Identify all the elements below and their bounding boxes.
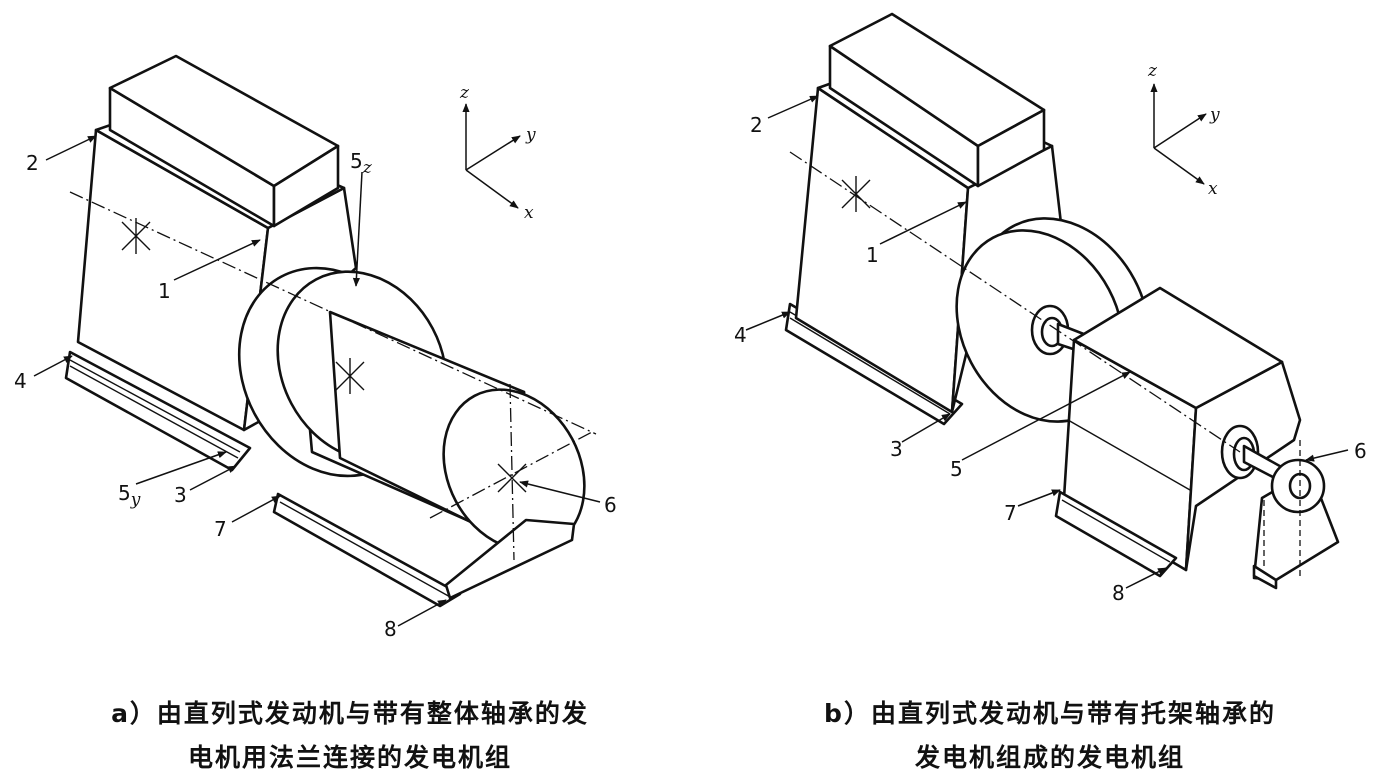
caption-a-line1: a）由直列式发动机与带有整体轴承的发	[111, 699, 589, 728]
label-b-7: 7	[1004, 501, 1017, 525]
bearing-b	[1220, 424, 1340, 590]
generator-base-b	[1054, 490, 1178, 578]
generator-box-b	[1062, 286, 1302, 572]
label-b-5: 5	[950, 457, 963, 481]
label-b-6: 6	[1354, 439, 1367, 463]
label-a-7: 7	[214, 517, 227, 541]
axes-a	[462, 103, 521, 209]
axis-a-x-label: x	[524, 203, 534, 223]
leaders-b	[745, 95, 1349, 589]
figure-a-drawing	[33, 54, 601, 627]
label-a-3: 3	[174, 483, 187, 507]
centerlines-b	[789, 151, 1241, 453]
engine-base-a	[64, 350, 252, 472]
label-a-1: 1	[158, 279, 171, 303]
label-b-1: 1	[866, 243, 879, 267]
label-b-4: 4	[734, 323, 747, 347]
axis-b-z-label: z	[1147, 61, 1158, 81]
engine-body-b	[794, 12, 1064, 414]
label-a-5z: 5z	[350, 149, 373, 178]
label-b-8: 8	[1112, 581, 1125, 605]
axis-b-x-label: x	[1208, 179, 1218, 199]
axes-b	[1150, 83, 1207, 185]
axis-b-y-label: y	[1209, 105, 1220, 125]
figure-b-drawing	[745, 12, 1349, 590]
leaders-a	[33, 135, 601, 627]
label-a-4: 4	[14, 369, 27, 393]
axis-a-y-label: y	[525, 125, 536, 145]
axis-a-z-label: z	[459, 83, 470, 103]
label-a-6: 6	[604, 493, 617, 517]
label-a-2: 2	[26, 151, 39, 175]
caption-b-line1: b）由直列式发动机与带有托架轴承的	[824, 699, 1276, 728]
engine-body-a	[76, 54, 358, 432]
label-a-8: 8	[384, 617, 397, 641]
generator-a	[237, 266, 586, 552]
label-b-2: 2	[750, 113, 763, 137]
generator-base-a	[272, 492, 576, 608]
label-b-3: 3	[890, 437, 903, 461]
caption-a-line2: 电机用法兰连接的发电机组	[187, 743, 512, 772]
caption-b-line2: 发电机组成的发电机组	[914, 743, 1185, 772]
label-a-5y: 5y	[118, 481, 141, 510]
